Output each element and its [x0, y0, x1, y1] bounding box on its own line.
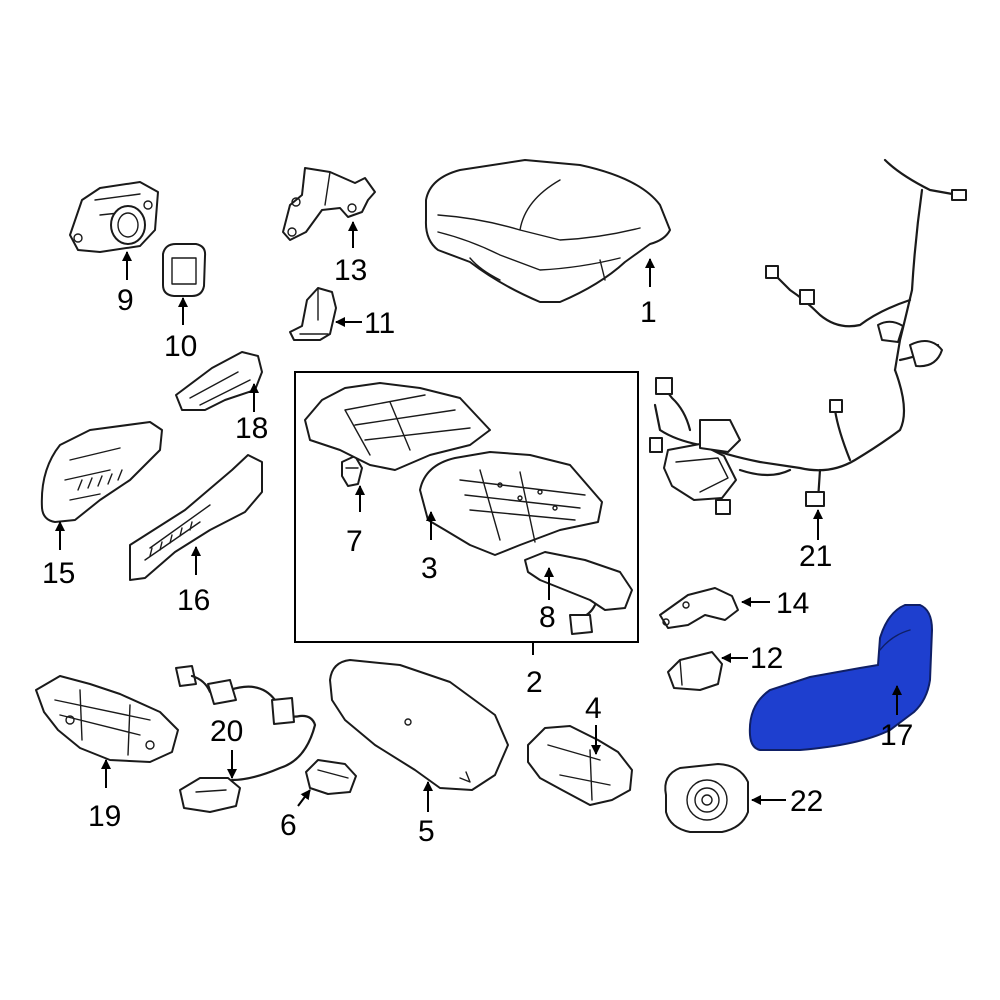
callout-12: 12	[750, 642, 783, 675]
part-4-adjuster: 4	[527, 692, 633, 806]
callout-2: 2	[526, 666, 543, 699]
part-1-seat-cushion: 1	[424, 159, 671, 329]
callout-15: 15	[42, 557, 75, 590]
callout-5: 5	[418, 815, 435, 848]
part-22-motor: 22	[664, 763, 823, 833]
part-14-bracket: 14	[659, 587, 809, 629]
callout-3: 3	[421, 552, 438, 585]
part-12-clip: 12	[667, 642, 783, 691]
part-19-recliner: 19	[35, 675, 179, 833]
part-18-trim: 18	[175, 351, 268, 445]
part-11-clip: 11	[289, 287, 395, 341]
part-7-pin: 7	[341, 455, 365, 558]
part-20-harness: 20	[175, 665, 317, 813]
callout-11: 11	[364, 307, 395, 340]
part-5-pad: 5	[329, 659, 509, 848]
callout-19: 19	[88, 800, 121, 833]
part-15-side-shield: 15	[40, 421, 163, 590]
callout-22: 22	[790, 785, 823, 818]
callout-9: 9	[117, 284, 134, 317]
part-10-knob: 10	[162, 243, 207, 363]
part-21-wiring-harness: 21	[649, 158, 967, 573]
callout-14: 14	[776, 587, 809, 620]
part-9-seat-switch: 9	[69, 181, 159, 317]
part-16-inner-trim: 16	[129, 454, 263, 617]
callout-10: 10	[164, 330, 197, 363]
callout-18: 18	[235, 412, 268, 445]
part-2-seat-pan	[304, 382, 491, 471]
callout-6: 6	[280, 809, 297, 842]
part-3-seat-frame: 3	[419, 451, 603, 585]
callout-1: 1	[640, 296, 657, 329]
callout-20: 20	[210, 715, 243, 748]
callout-17: 17	[880, 719, 913, 752]
callout-21: 21	[799, 540, 832, 573]
part-8-harness: 8	[524, 551, 633, 635]
part-17-side-cover: 17	[748, 604, 934, 752]
part-6-lever: 6	[280, 759, 357, 842]
part-2-group-frame: 2	[294, 371, 639, 699]
callout-7: 7	[346, 525, 363, 558]
callout-4: 4	[585, 692, 602, 725]
callout-8: 8	[539, 601, 556, 634]
callout-13: 13	[334, 254, 367, 287]
callout-16: 16	[177, 584, 210, 617]
part-13-bracket: 13	[282, 167, 376, 287]
